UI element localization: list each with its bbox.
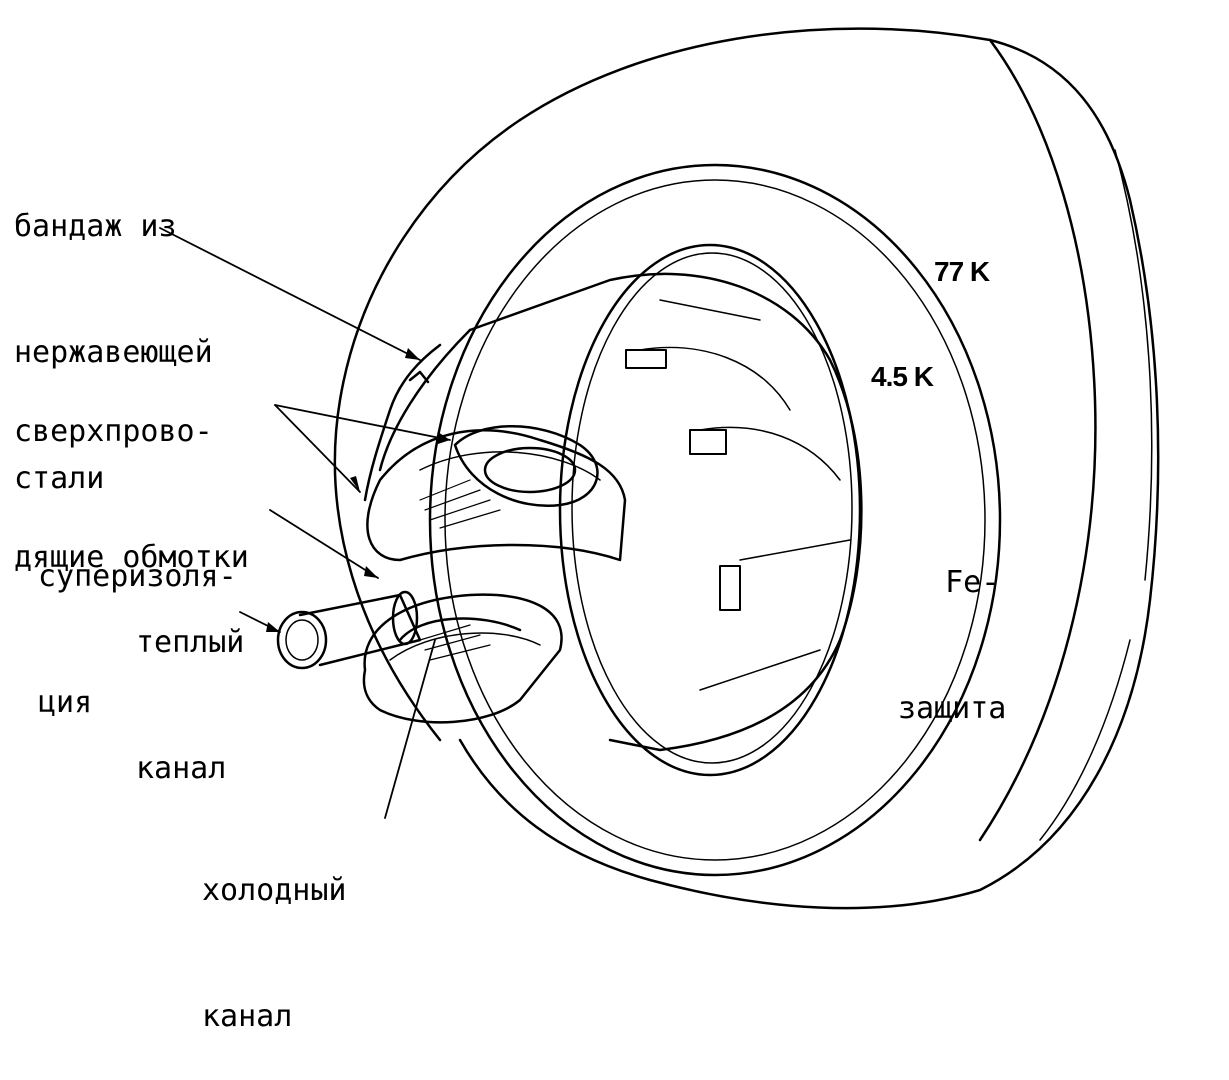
collar-lamination-1 xyxy=(639,346,791,411)
collar-body xyxy=(468,272,863,752)
winding-hatch xyxy=(419,479,501,661)
bandage-shell xyxy=(363,343,442,502)
label-temp-77k: 77 K xyxy=(934,256,990,287)
lower-coil-inner xyxy=(398,617,522,642)
leader-bandage xyxy=(159,227,421,361)
label-superinsulation-line-1: суперизоля- xyxy=(38,559,237,594)
label-warm-channel-line-2: канал xyxy=(136,751,227,786)
label-fe-shield-line-2: защита xyxy=(898,691,1007,726)
leader-cold-channel xyxy=(384,639,436,819)
vessel-45k-ring xyxy=(558,243,862,777)
leader-arrowheads xyxy=(266,348,450,632)
warm-bore-tube xyxy=(298,593,422,667)
label-cold-channel: холодный канал xyxy=(202,786,347,1080)
label-superinsulation: суперизоля- ция xyxy=(38,472,237,766)
warm-bore-end xyxy=(276,610,328,670)
label-fe-shield: Fe- защита xyxy=(898,478,1006,772)
leader-windings-a xyxy=(274,404,451,441)
label-temp-45k: 4.5 K xyxy=(871,361,934,392)
warm-bore-end-inner xyxy=(285,619,319,661)
label-bandage: бандаж из нержавеющей стали xyxy=(14,122,213,542)
label-warm-channel-line-1: теплый xyxy=(136,625,245,660)
upper-coil-middle xyxy=(419,451,601,481)
vessel-45k-ring-inner xyxy=(571,252,853,764)
iron-yoke-outline xyxy=(458,27,1160,910)
leader-superinsulation xyxy=(269,509,379,579)
label-bandage-line-1: бандаж из xyxy=(14,209,177,244)
label-windings-line-1: сверхпрово- xyxy=(14,414,213,449)
leader-windings-b xyxy=(274,404,361,493)
collar-lamination-3 xyxy=(659,299,761,321)
label-warm-channel: теплый канал xyxy=(136,538,244,832)
iron-yoke-edge xyxy=(978,38,1097,842)
shield-77k-ring-inner xyxy=(444,179,986,861)
collar-lamination-4 xyxy=(739,539,851,561)
collar-key-top xyxy=(625,349,667,369)
collar-lamination-2 xyxy=(699,426,841,481)
iron-yoke-front-face xyxy=(333,118,522,742)
upper-coil-bore xyxy=(483,446,577,494)
label-windings-line-2: дящие обмотки xyxy=(14,540,249,575)
label-bandage-line-3: стали xyxy=(14,461,105,496)
label-bandage-line-2: нержавеющей xyxy=(14,335,213,370)
label-windings: сверхпрово- дящие обмотки xyxy=(14,327,249,621)
label-superinsulation-line-2: ция xyxy=(38,685,93,720)
magnet-cross-section-diagram xyxy=(159,27,1160,910)
label-fe-shield-line-1: Fe- xyxy=(945,565,1000,600)
warm-bore-flange xyxy=(391,590,419,646)
lower-coil-middle xyxy=(389,632,541,661)
collar-key-mid xyxy=(719,565,741,611)
iron-yoke-rim-shade xyxy=(1039,149,1153,841)
collar-front-edge xyxy=(378,328,472,472)
collar-lamination-5 xyxy=(699,649,821,691)
bandage-notch xyxy=(408,370,430,384)
collar-key-right xyxy=(689,429,727,455)
upper-coil-inner xyxy=(453,425,599,507)
label-cold-channel-line-2: канал xyxy=(202,999,293,1034)
label-cold-channel-line-1: холодный xyxy=(202,873,347,908)
